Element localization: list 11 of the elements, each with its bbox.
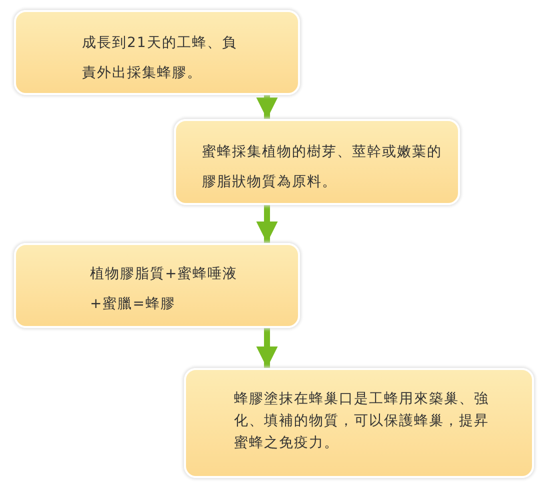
process-box [14,10,300,95]
process-box [14,243,300,328]
arrow [256,95,278,119]
step-text: 蜜蜂採集植物的樹芽、莖幹或嫩葉的膠脂狀物質為原料。 [202,143,442,192]
process-box [184,368,534,478]
arrow [256,205,278,243]
step-text: 植物膠脂質+蜜蜂唾液+蜜臘=蜂膠 [90,265,239,314]
step-text: 成長到21天的工蜂、負責外出採集蜂膠。 [82,34,238,83]
step-text: 蜂膠塗抹在蜂巢口是工蜂用來築巢、強化、填補的物質，可以保護蜂巢，提昇蜜蜂之免疫力。 [234,390,490,453]
process-box [174,119,460,205]
arrow [256,328,278,368]
